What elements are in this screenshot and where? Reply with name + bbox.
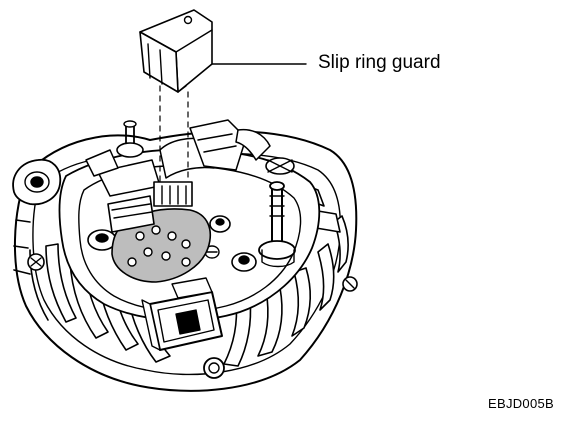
bolt-lower-left <box>27 253 45 271</box>
terminal-top-left-stud <box>116 120 144 158</box>
regulator-board <box>107 195 212 283</box>
terminal-left-nut <box>87 229 117 251</box>
terminal-upper-right-nut <box>265 157 295 175</box>
housing-bolts <box>27 253 358 379</box>
slip-ring-guard-label: Slip ring guard <box>318 52 441 73</box>
terminal-right-nut <box>231 252 257 272</box>
terminal-b-stud <box>258 181 296 268</box>
terminal-center-nut <box>209 215 231 233</box>
figure-code: EBJD005B <box>488 396 554 411</box>
slip-ring-guard <box>139 9 213 93</box>
regulator-connector <box>141 277 223 351</box>
bolt-bottom <box>203 357 225 379</box>
terminal-studs <box>87 120 296 272</box>
bolt-right <box>342 276 358 292</box>
guard-slot <box>153 181 193 207</box>
upper-brackets <box>85 119 271 197</box>
